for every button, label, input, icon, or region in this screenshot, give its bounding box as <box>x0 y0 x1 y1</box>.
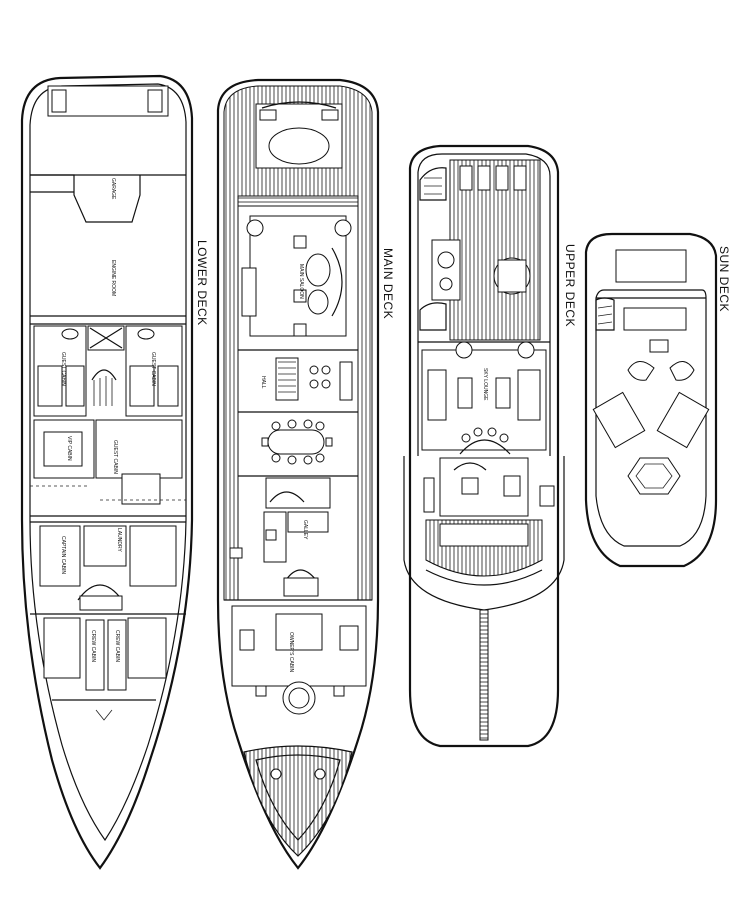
upper-deck-label: UPPER DECK <box>563 244 577 327</box>
svg-text:CREW CABIN: CREW CABIN <box>90 630 96 662</box>
svg-text:ENGINE ROOM: ENGINE ROOM <box>110 260 116 296</box>
svg-text:OWNER'S CABIN: OWNER'S CABIN <box>288 632 294 673</box>
svg-text:LAUNDRY: LAUNDRY <box>116 528 122 552</box>
svg-text:GUEST CABIN: GUEST CABIN <box>150 352 156 386</box>
svg-text:CREW CABIN: CREW CABIN <box>114 630 120 662</box>
svg-text:CAPTAIN CABIN: CAPTAIN CABIN <box>60 536 66 574</box>
lower-deck-label: LOWER DECK <box>195 240 209 326</box>
svg-text:GARAGE: GARAGE <box>110 178 116 200</box>
svg-text:GUEST CABIN: GUEST CABIN <box>60 352 66 386</box>
svg-text:SKY LOUNGE: SKY LOUNGE <box>482 368 488 401</box>
svg-text:GALLEY: GALLEY <box>302 520 308 540</box>
svg-text:GUEST CABIN: GUEST CABIN <box>112 440 118 474</box>
svg-text:VIP CABIN: VIP CABIN <box>66 436 72 461</box>
main-deck-label: MAIN DECK <box>381 248 395 319</box>
svg-text:MAIN SALOON: MAIN SALOON <box>298 264 304 299</box>
upper-deck: SKY LOUNGE UPPER DECK <box>403 144 577 748</box>
main-deck: MAIN SALOON HALL GALLEY OWNER'S CABIN MA… <box>216 78 395 870</box>
sun-deck: SUN DECK <box>584 232 731 568</box>
svg-text:HALL: HALL <box>260 376 266 389</box>
lower-deck: GARAGE ENGINE ROOM GUEST CABIN GUEST CAB… <box>20 74 209 870</box>
sun-deck-hull <box>584 232 718 568</box>
sun-deck-label: SUN DECK <box>717 246 731 312</box>
